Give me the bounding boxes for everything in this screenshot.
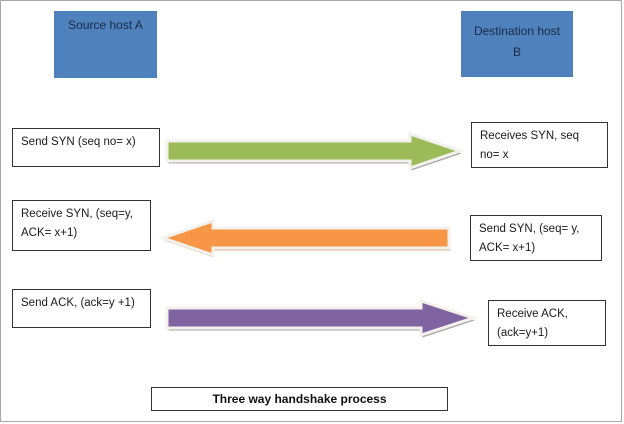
step-receive-syn-ack: Receive SYN, (seq=y, ACK= x+1) — [12, 200, 151, 251]
syn-arrow-shape — [165, 131, 465, 171]
diagram-caption: Three way handshake process — [151, 387, 448, 411]
step-send-syn-ack: Send SYN, (seq= y, ACK= x+1) — [470, 215, 602, 261]
step-receive-ack: Receive ACK, (ack=y+1) — [488, 300, 606, 346]
syn-ack-arrow — [158, 218, 451, 258]
source-host-box: Source host A — [50, 7, 161, 82]
ack-arrow — [165, 298, 478, 338]
syn-ack-arrow-shape — [158, 218, 451, 258]
step-send-syn: Send SYN (seq no= x) — [12, 128, 160, 167]
syn-arrow — [165, 131, 465, 171]
step-receive-syn: Receives SYN, seq no= x — [471, 122, 608, 168]
ack-arrow-shape — [165, 298, 478, 338]
destination-host-box: Destination host B — [457, 7, 577, 81]
step-send-ack: Send ACK, (ack=y +1) — [12, 289, 151, 328]
